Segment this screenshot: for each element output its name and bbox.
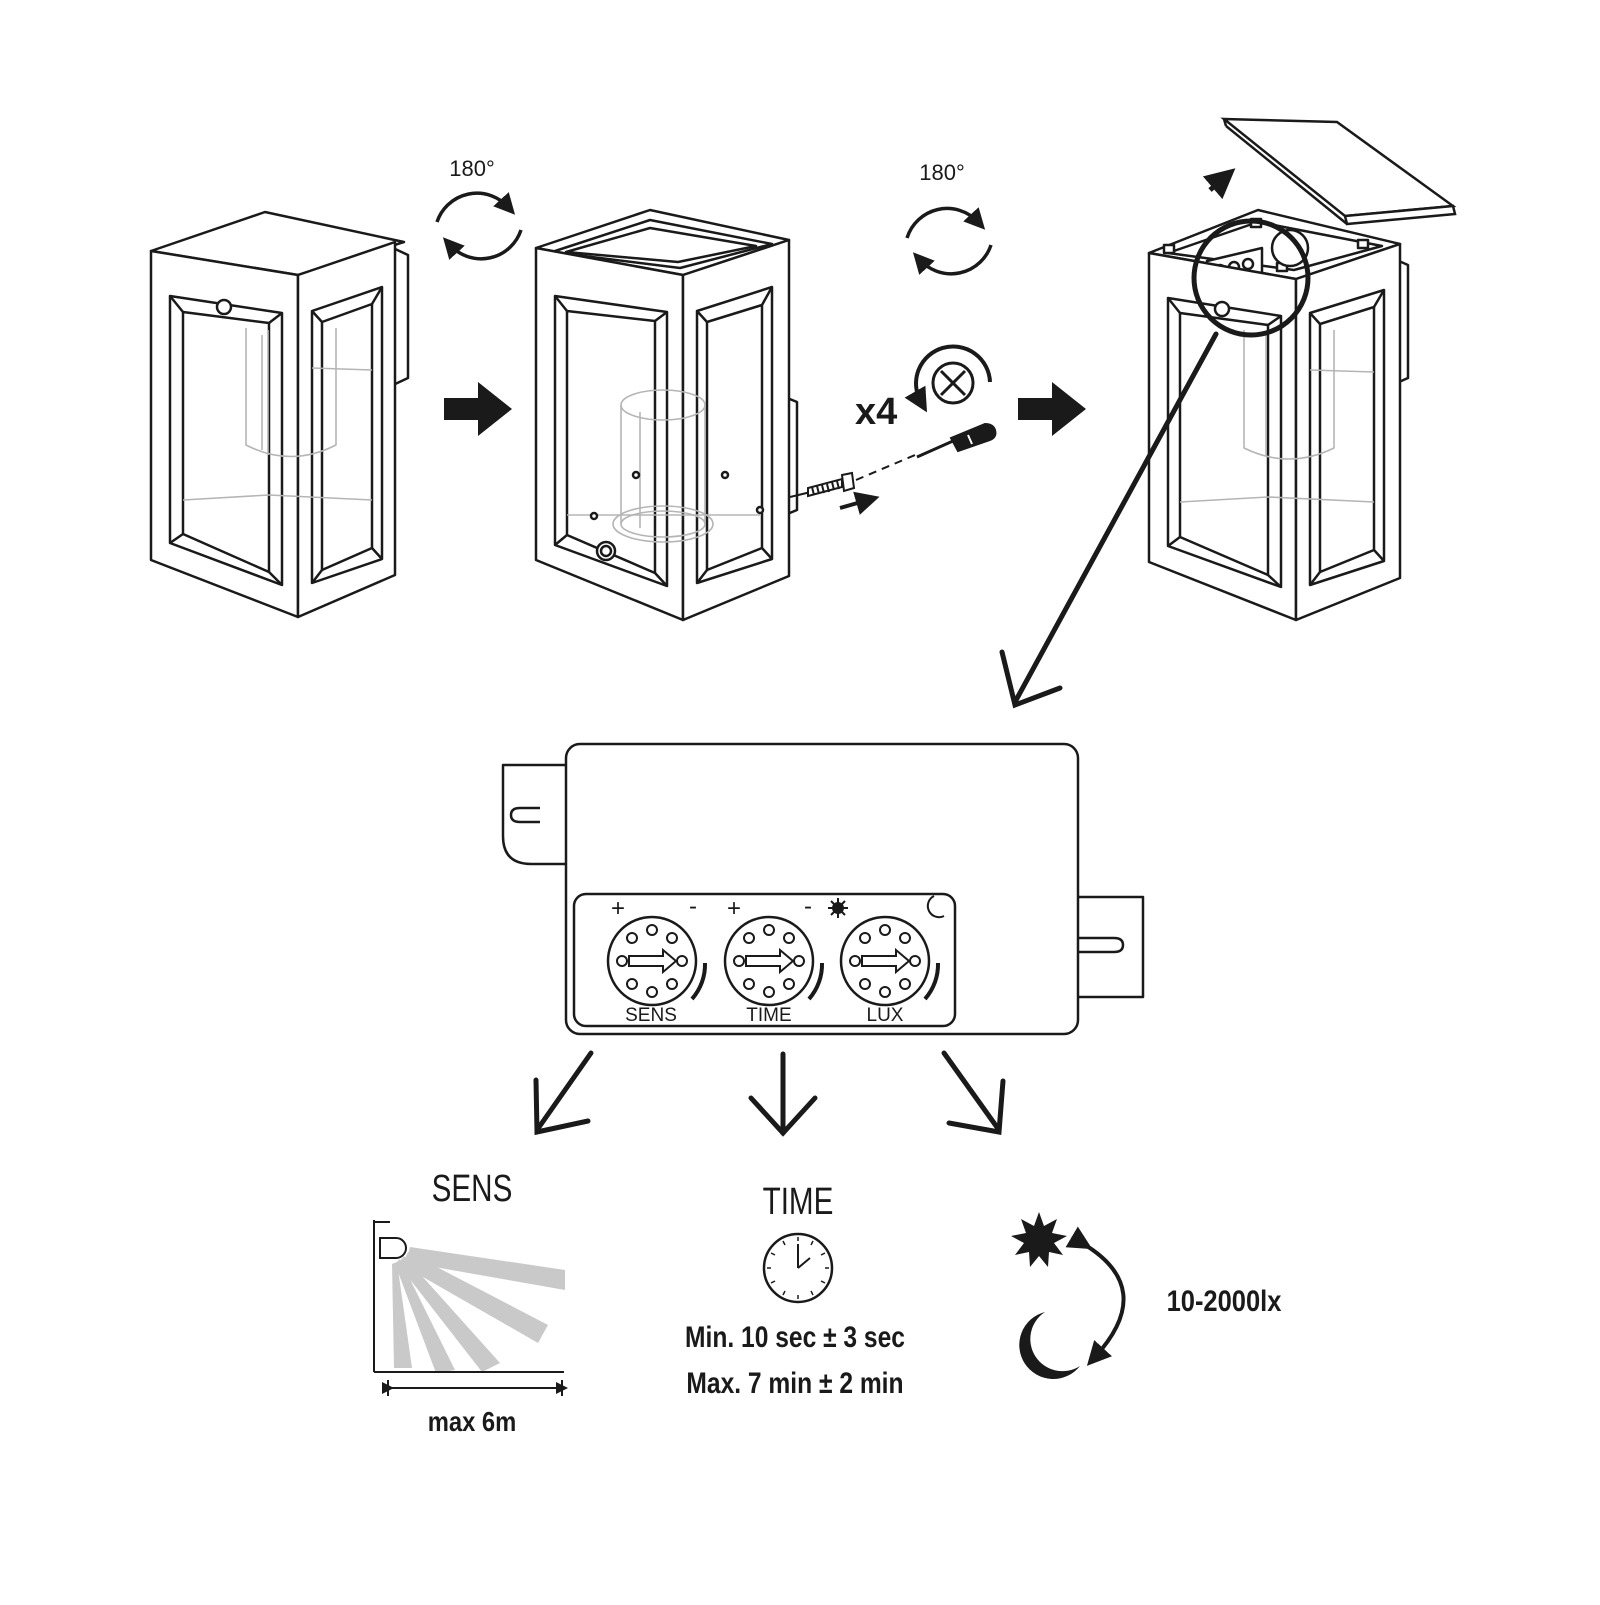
screw-icon xyxy=(789,454,916,515)
time-min: Min. 10 sec ± 3 sec xyxy=(685,1320,905,1354)
sun-icon xyxy=(1011,1212,1067,1267)
unscrew-icon xyxy=(904,344,992,413)
dial-time[interactable]: + - TIME xyxy=(723,893,825,1026)
rotate-180-icon: 180° xyxy=(435,156,523,261)
rotate-180-icon: 180° xyxy=(905,160,993,276)
step-arrow-icon xyxy=(444,382,512,436)
dial-time-label: TIME xyxy=(746,1005,791,1026)
lux-range: 10-2000lx xyxy=(1167,1284,1282,1317)
dial-time-minus: - xyxy=(804,893,812,920)
sens-title: SENS xyxy=(432,1168,513,1210)
dial-sens-label: SENS xyxy=(625,1005,677,1026)
clock-icon xyxy=(762,1232,834,1304)
lid-panel xyxy=(1202,117,1457,226)
step-arrow-icon xyxy=(1018,382,1086,436)
zoom-arrow-icon xyxy=(999,331,1219,709)
arrow-to-lux-icon xyxy=(941,1050,1006,1135)
dial-sens-minus: - xyxy=(689,893,697,920)
detection-range-icon xyxy=(373,1220,568,1396)
dial-sens[interactable]: + - SENS xyxy=(606,893,708,1026)
time-max: Max. 7 min ± 2 min xyxy=(686,1366,903,1400)
lantern-open xyxy=(1147,208,1410,622)
screwdriver-icon xyxy=(916,422,997,459)
sun-small-icon xyxy=(828,898,848,918)
lantern-flipped xyxy=(534,208,799,622)
rotate-label-1: 180° xyxy=(449,156,495,181)
lantern-closed xyxy=(149,210,410,619)
sens-range: max 6m xyxy=(428,1405,517,1437)
dial-lux-label: LUX xyxy=(867,1005,904,1026)
arrow-to-time-icon xyxy=(748,1051,818,1137)
arrow-to-sens-icon xyxy=(533,1050,594,1136)
day-night-cycle-icon xyxy=(1065,1226,1126,1366)
dial-time-plus: + xyxy=(727,895,741,922)
sensor-module xyxy=(501,742,1145,1036)
rotate-label-2: 180° xyxy=(919,160,965,185)
time-title: TIME xyxy=(763,1181,834,1223)
screw-count: x4 xyxy=(855,391,897,433)
moon-small-icon xyxy=(926,895,945,919)
dial-lux[interactable]: LUX xyxy=(839,915,941,1026)
dial-sens-plus: + xyxy=(611,895,625,922)
moon-icon xyxy=(1019,1312,1080,1379)
